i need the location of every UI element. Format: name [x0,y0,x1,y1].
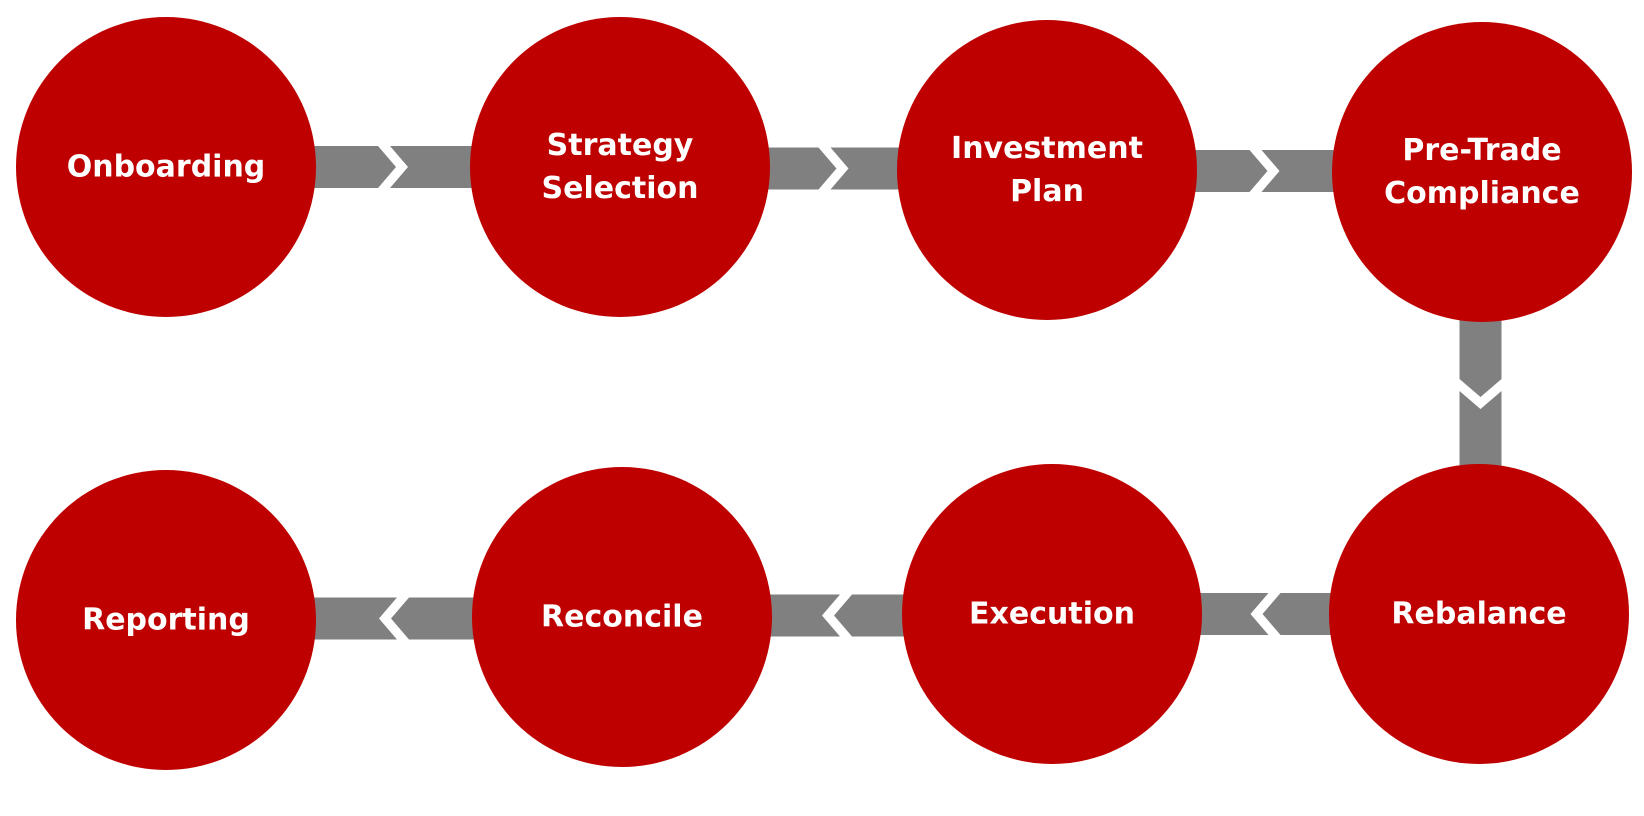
connector-chevron-segment [302,597,397,640]
step-reporting: Reporting [16,470,316,770]
connector-chevron-segment [758,594,840,637]
step-reconcile: Reconcile [472,467,772,767]
step-label: Strategy [547,128,694,163]
step-circle [1332,22,1632,322]
step-label: Selection [542,171,699,206]
step-label: Investment [951,131,1143,166]
step-label: Rebalance [1391,597,1566,632]
connector-segment [1183,150,1268,192]
step-label: Plan [1010,174,1084,209]
step-circle [16,470,316,770]
connector-chevron-segment [1459,391,1502,468]
connector-pre-trade-compliance-to-rebalance [1459,320,1502,468]
step-label: Reconcile [541,600,703,635]
connector-onboarding-to-strategy-selection [302,146,484,188]
connector-chevron-segment [1188,593,1269,635]
connectors [302,146,1502,640]
step-rebalance: Rebalance [1329,464,1629,764]
connector-segment [1459,320,1502,397]
step-label: Execution [969,597,1135,632]
connector-chevron-segment [1261,150,1346,192]
step-circle [1329,464,1629,764]
step-circle [472,467,772,767]
step-label: Pre-Trade [1402,133,1561,168]
connector-reconcile-to-reporting [302,597,486,640]
step-execution: Execution [902,464,1202,764]
connector-segment [834,594,916,637]
connector-strategy-selection-to-investment-plan [756,147,911,190]
step-circle [16,17,316,317]
connector-segment [756,147,837,190]
connector-segment [302,146,396,188]
connector-chevron-segment [830,147,911,190]
step-label: Onboarding [67,150,266,185]
step-onboarding: Onboarding [16,17,316,317]
connector-segment [391,597,486,640]
step-circle [897,20,1197,320]
connector-segment [1262,593,1343,635]
connector-investment-plan-to-pre-trade-compliance [1183,150,1346,192]
step-label: Compliance [1384,176,1580,211]
connector-chevron-segment [390,146,484,188]
connector-execution-to-reconcile [758,594,916,637]
connector-rebalance-to-execution [1188,593,1343,635]
step-circle [470,17,770,317]
step-label: Reporting [82,603,250,638]
step-circle [902,464,1202,764]
